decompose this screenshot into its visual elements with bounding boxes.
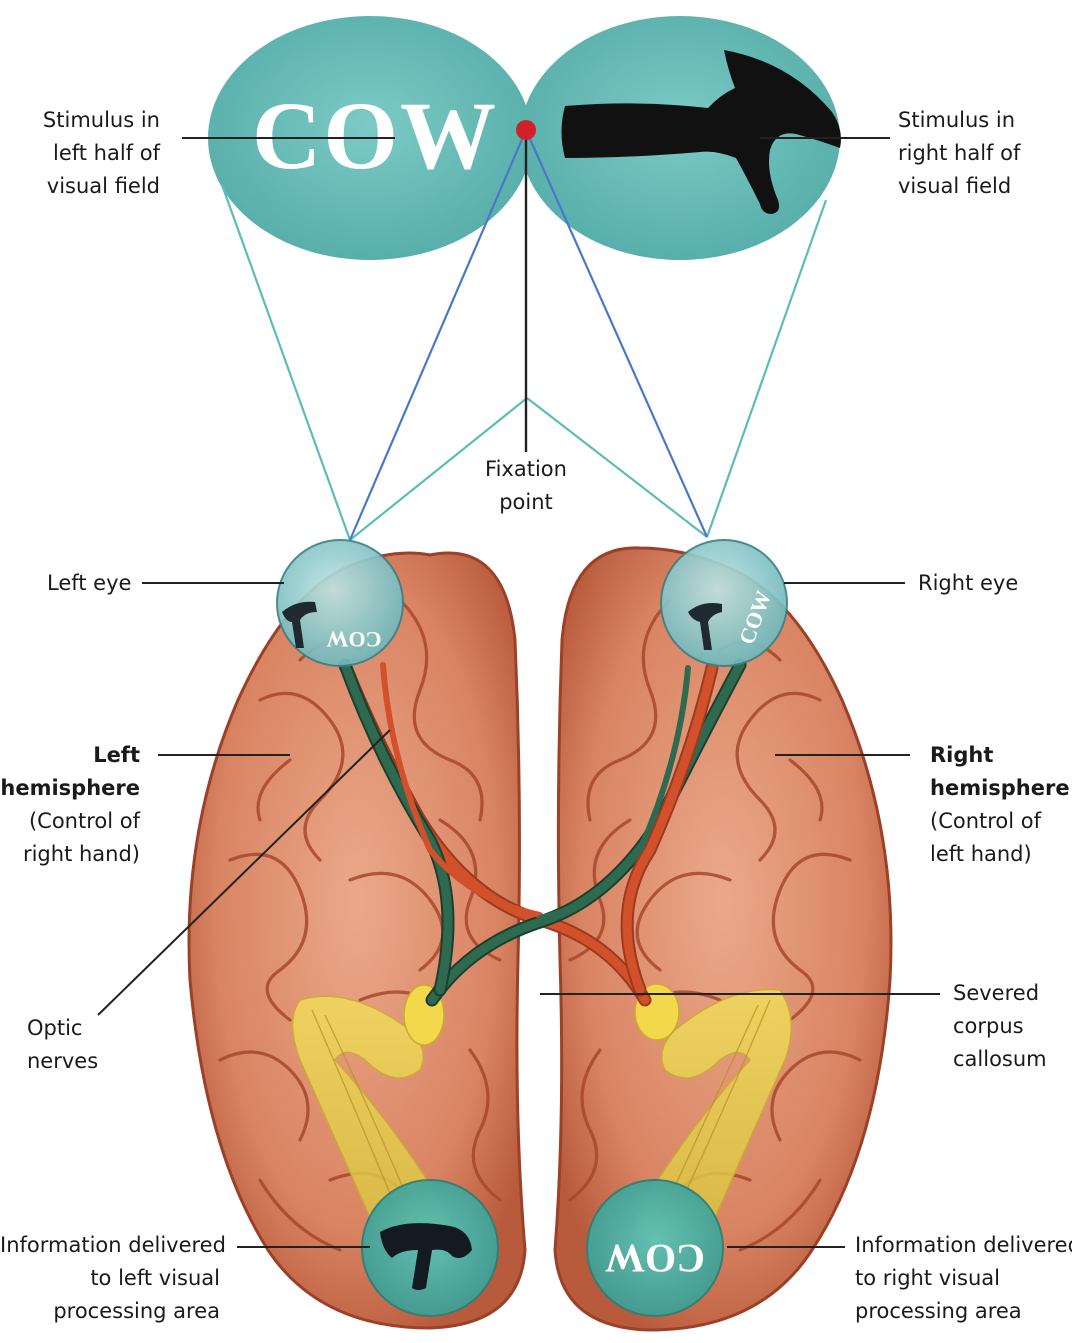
right-eye-text: Right eye [918,567,1018,600]
stimulus-left-line-3: visual field [20,170,160,203]
corpus-callosum-line-3: callosum [953,1043,1047,1076]
corpus-callosum-line-1: Severed [953,977,1047,1010]
stimulus-right-line-3: visual field [898,170,1020,203]
right-eye-label: Right eye [918,567,1018,600]
right-hemisphere-label: Right hemisphere (Control of left hand) [930,739,1070,871]
right-hemisphere-title-2: hemisphere [930,772,1070,805]
stimulus-right-line-1: Stimulus in [898,104,1020,137]
corpus-callosum-line-2: corpus [953,1010,1047,1043]
optic-nerves-label: Optic nerves [27,1012,98,1078]
left-eye: COW [277,540,403,666]
stimulus-left-label: Stimulus in left half of visual field [20,104,160,203]
right-processing-line-3: processing area [855,1295,1072,1328]
right-hemisphere-title-1: Right [930,739,1070,772]
left-hemisphere-note-2: right hand) [0,838,140,871]
right-processing-line-2: to right visual [855,1262,1072,1295]
right-processing-cow: COW [605,1236,705,1281]
stimulus-right-label: Stimulus in right half of visual field [898,104,1020,203]
left-hemisphere-label: Left hemisphere (Control of right hand) [0,739,140,871]
stimulus-right-line-2: right half of [898,137,1020,170]
left-hemisphere-note-1: (Control of [0,805,140,838]
fixation-point-dot [516,120,536,140]
left-eye-text: Left eye [47,567,131,600]
right-processing-area: COW [587,1180,723,1316]
left-processing-line-1: Information delivered [0,1229,220,1262]
stimulus-left-line-2: left half of [20,137,160,170]
optic-radiations [293,984,792,1245]
optic-nerves-line-2: nerves [27,1045,98,1078]
left-eye-cow: COW [327,627,382,652]
stimulus-left-line-1: Stimulus in [20,104,160,137]
left-eye-label: Left eye [47,567,131,600]
right-processing-label: Information delivered to right visual pr… [855,1229,1072,1328]
right-processing-line-1: Information delivered [855,1229,1072,1262]
fixation-line-1: Fixation [466,453,586,486]
right-hemisphere-note-1: (Control of [930,805,1070,838]
left-hemisphere-title-1: Left [0,739,140,772]
fixation-line-2: point [466,486,586,519]
stimulus-word: COW [252,82,498,189]
corpus-callosum-label: Severed corpus callosum [953,977,1047,1076]
right-eye: COW [661,540,787,666]
fixation-point-label: Fixation point [466,453,586,519]
left-processing-label: Information delivered to left visual pro… [0,1229,220,1328]
right-hemisphere-note-2: left hand) [930,838,1070,871]
left-processing-line-2: to left visual [0,1262,220,1295]
optic-nerves-line-1: Optic [27,1012,98,1045]
left-processing-area [362,1180,498,1316]
left-processing-line-3: processing area [0,1295,220,1328]
left-hemisphere-title-2: hemisphere [0,772,140,805]
